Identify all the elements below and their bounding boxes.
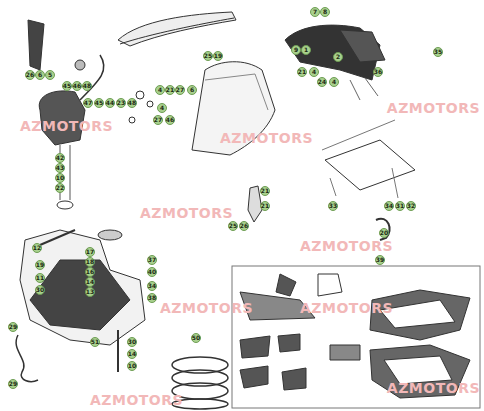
callout-number: 38 — [147, 293, 157, 303]
callout-number: 32 — [406, 201, 416, 211]
callout-number: 40 — [147, 267, 157, 277]
callout-number: 11 — [35, 273, 45, 283]
callout-number: 31 — [395, 201, 405, 211]
watermark: AZMOTORS — [220, 130, 313, 146]
callout-number: 27 — [153, 115, 163, 125]
callout-number: 30 — [35, 285, 45, 295]
watermark: AZMOTORS — [160, 300, 253, 316]
callout-number: 19 — [35, 260, 45, 270]
watermark: AZMOTORS — [90, 392, 183, 408]
callout-number: 8 — [320, 7, 330, 17]
callout-number: 12 — [32, 243, 42, 253]
callout-number: 21 — [165, 85, 175, 95]
callout-number: 2 — [333, 52, 343, 62]
watermark: AZMOTORS — [300, 238, 393, 254]
callout-number: 19 — [213, 51, 223, 61]
callout-number: 20 — [379, 228, 389, 238]
callout-number: 22 — [55, 183, 65, 193]
callout-number: 44 — [105, 98, 115, 108]
callout-number: 25 — [228, 221, 238, 231]
callout-number: 29 — [8, 379, 18, 389]
callout-number: 4 — [157, 103, 167, 113]
callout-number: 9 — [291, 45, 301, 55]
callout-number: 14 — [85, 277, 95, 287]
callout-number: 4 — [155, 85, 165, 95]
callout-number: 23 — [116, 98, 126, 108]
watermark: AZMOTORS — [387, 100, 480, 116]
callout-number: 21 — [260, 201, 270, 211]
callout-number: 33 — [328, 201, 338, 211]
callout-number: 48 — [82, 81, 92, 91]
callout-number: 10 — [55, 173, 65, 183]
callout-number: 34 — [384, 201, 394, 211]
callout-number: 45 — [94, 98, 104, 108]
callout-number: 14 — [127, 349, 137, 359]
watermark: AZMOTORS — [20, 118, 113, 134]
callout-number: 34 — [147, 281, 157, 291]
callout-number: 25 — [203, 51, 213, 61]
callout-number: 16 — [85, 267, 95, 277]
callout-number: 42 — [55, 153, 65, 163]
callout-number: 48 — [127, 98, 137, 108]
callout-number: 26 — [25, 70, 35, 80]
callout-number: 39 — [375, 255, 385, 265]
callout-number: 4 — [309, 67, 319, 77]
callout-number: 36 — [373, 67, 383, 77]
callout-number: 4 — [329, 77, 339, 87]
callout-number: 6 — [35, 70, 45, 80]
callout-number: 21 — [260, 186, 270, 196]
callout-number: 24 — [317, 77, 327, 87]
callout-number: 26 — [239, 221, 249, 231]
callout-number: 6 — [187, 85, 197, 95]
callout-number: 18 — [85, 257, 95, 267]
callout-number: 46 — [165, 115, 175, 125]
callout-number: 21 — [297, 67, 307, 77]
callout-number: 35 — [433, 47, 443, 57]
callout-number: 17 — [85, 247, 95, 257]
callout-number: 37 — [147, 255, 157, 265]
callout-number: 45 — [62, 81, 72, 91]
callout-number: 13 — [85, 287, 95, 297]
callout-number: 30 — [127, 337, 137, 347]
callout-number: 5 — [45, 70, 55, 80]
watermark: AZMOTORS — [300, 300, 393, 316]
callout-number: 27 — [175, 85, 185, 95]
callout-number: 10 — [127, 361, 137, 371]
callout-number: 46 — [72, 81, 82, 91]
callout-number: 43 — [55, 163, 65, 173]
callout-number: 50 — [191, 333, 201, 343]
callout-number: 47 — [83, 98, 93, 108]
watermark: AZMOTORS — [140, 205, 233, 221]
callout-number: 7 — [310, 7, 320, 17]
callout-number: 51 — [90, 337, 100, 347]
callout-number: 1 — [301, 45, 311, 55]
watermark: AZMOTORS — [387, 380, 480, 396]
callout-number: 29 — [8, 322, 18, 332]
